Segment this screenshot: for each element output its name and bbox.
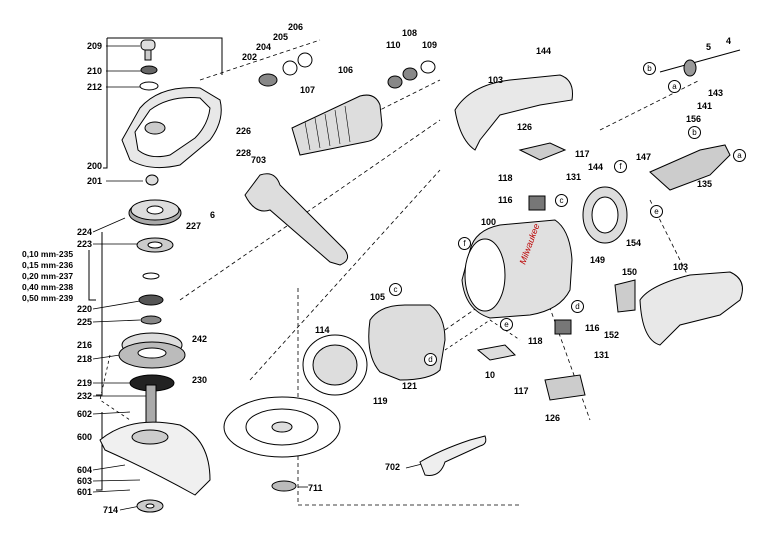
connector-d-1: d (571, 300, 584, 313)
label-209: 209 (86, 41, 102, 51)
label-604: 604 (76, 465, 92, 475)
label-4: 4 (726, 36, 732, 46)
label-131-bottom: 131 (594, 350, 610, 360)
label-118-bottom: 118 (528, 336, 543, 346)
label-228: 228 (236, 148, 252, 158)
bracket-guard (96, 412, 103, 491)
label-106: 106 (338, 65, 354, 75)
connector-a-1: a (668, 80, 681, 93)
bracket-gearbox (96, 232, 103, 396)
label-711: 711 (308, 483, 323, 493)
label-126-bottom: 126 (545, 413, 561, 423)
connector-e-1: e (650, 205, 663, 218)
label-144-mid: 144 (588, 162, 604, 172)
label-126-top: 126 (517, 122, 533, 132)
connector-f-2: f (458, 237, 471, 250)
label-227: 227 (186, 221, 202, 231)
label-216: 216 (76, 340, 92, 350)
bracket-gearhead-top (103, 38, 108, 169)
label-218: 218 (76, 354, 92, 364)
label-108: 108 (402, 28, 418, 38)
label-714: 714 (102, 505, 118, 515)
label-110: 110 (386, 40, 401, 50)
connector-b-1: b (643, 62, 656, 75)
label-117-top: 117 (575, 149, 590, 159)
label-105: 105 (370, 292, 386, 302)
shim-row-3: 0,20 mm-237 (22, 271, 74, 281)
label-10: 10 (485, 370, 496, 380)
label-116-bottom: 116 (585, 323, 600, 333)
connector-c-2: c (389, 283, 402, 296)
label-143: 143 (708, 88, 724, 98)
label-121: 121 (402, 381, 418, 391)
label-206: 206 (288, 22, 304, 32)
label-600: 600 (76, 432, 92, 442)
label-223: 223 (76, 239, 92, 249)
label-242: 242 (192, 334, 208, 344)
label-225: 225 (76, 317, 92, 327)
label-601: 601 (76, 487, 92, 497)
label-144-top: 144 (536, 46, 552, 56)
connector-f-1: f (614, 160, 627, 173)
label-6: 6 (210, 210, 216, 220)
label-205: 205 (273, 32, 289, 42)
label-602: 602 (76, 409, 92, 419)
label-702: 702 (385, 462, 401, 472)
label-156: 156 (686, 114, 702, 124)
label-232: 232 (76, 391, 92, 401)
label-141: 141 (697, 101, 713, 111)
label-103-top: 103 (488, 75, 504, 85)
label-116-top: 116 (498, 195, 513, 205)
shim-row-4: 0,40 mm-238 (22, 282, 74, 292)
label-201: 201 (86, 176, 102, 186)
connector-b-2: b (688, 126, 701, 139)
label-703: 703 (251, 155, 267, 165)
bracket-shims (88, 250, 96, 301)
connector-e-2: e (500, 318, 513, 331)
label-100: 100 (481, 217, 497, 227)
label-152: 152 (604, 330, 620, 340)
label-212: 212 (86, 82, 102, 92)
label-117-bottom: 117 (514, 386, 529, 396)
shim-row-5: 0,50 mm-239 (22, 293, 74, 303)
label-204: 204 (256, 42, 272, 52)
shim-row-2: 0,15 mm-236 (22, 260, 74, 270)
label-219: 219 (76, 378, 92, 388)
label-202: 202 (242, 52, 258, 62)
label-210: 210 (86, 66, 102, 76)
label-224: 224 (76, 227, 92, 237)
label-150: 150 (622, 267, 638, 277)
label-154: 154 (626, 238, 642, 248)
label-149: 149 (590, 255, 606, 265)
label-603: 603 (76, 476, 92, 486)
connector-a-2: a (733, 149, 746, 162)
label-114: 114 (315, 325, 330, 335)
shim-row-1: 0,10 mm-235 (22, 249, 74, 259)
label-147: 147 (636, 152, 652, 162)
label-5: 5 (706, 42, 712, 52)
label-230: 230 (192, 375, 208, 385)
label-107: 107 (300, 85, 316, 95)
label-131-top: 131 (566, 172, 582, 182)
label-200: 200 (86, 161, 102, 171)
label-103-right: 103 (673, 262, 689, 272)
connector-c-1: c (555, 194, 568, 207)
bracket-top (107, 37, 223, 75)
label-226: 226 (236, 126, 252, 136)
label-109: 109 (422, 40, 438, 50)
label-119: 119 (373, 396, 388, 406)
label-135: 135 (697, 179, 713, 189)
label-118-top: 118 (498, 173, 513, 183)
label-220: 220 (76, 304, 92, 314)
connector-d-2: d (424, 353, 437, 366)
